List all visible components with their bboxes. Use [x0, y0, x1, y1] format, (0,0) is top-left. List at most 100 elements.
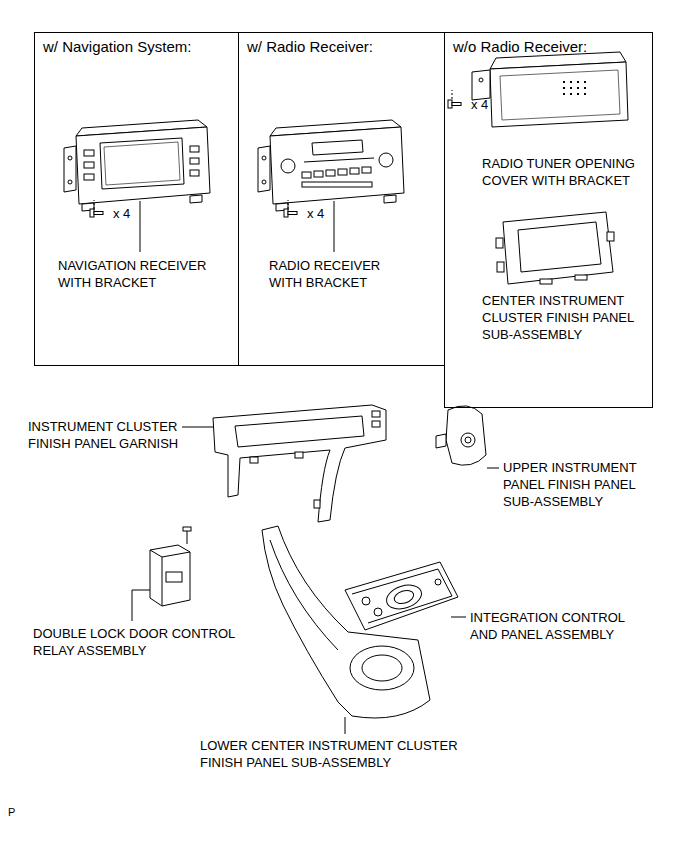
upper-panel-figure: [436, 406, 486, 465]
tuner-cover-figure: [479, 78, 483, 82]
navigation-receiver-figure: [190, 158, 199, 164]
radio-receiver-figure: [350, 168, 359, 174]
variant-box: w/o Radio Receiver: x 4 RADIO TUNER OPENIN…: [444, 32, 653, 408]
page-code: P: [8, 805, 28, 819]
relay-figure: [183, 527, 191, 531]
garnish-figure: [295, 452, 303, 458]
quantity-note: x 4: [307, 206, 347, 223]
lower-panel-figure: [262, 526, 430, 718]
finish-panel-figure: [540, 279, 552, 284]
navigation-receiver-figure: [84, 162, 94, 168]
part-name: INTEGRATION CONTROL AND PANEL ASSEMBLY: [470, 610, 640, 644]
navigation-receiver-figure: [104, 142, 180, 185]
leader-line: [451, 617, 466, 618]
lower-panel-figure: [262, 526, 430, 718]
relay-figure: [150, 527, 191, 606]
finish-panel-figure: [496, 238, 503, 248]
garnish-figure: [314, 500, 320, 508]
garnish-figure: [213, 405, 386, 522]
finish-panel-figure: [496, 212, 614, 284]
relay-figure: [166, 572, 182, 582]
finish-panel-figure: [607, 232, 614, 241]
navigation-receiver-figure: [190, 146, 199, 152]
radio-receiver-figure: [284, 209, 288, 217]
lower-panel-figure: [270, 540, 338, 650]
part-name: RADIO TUNER OPENING COVER WITH BRACKET: [482, 156, 647, 190]
part-name: INSTRUMENT CLUSTER FINISH PANEL GARNISH: [28, 419, 198, 453]
navigation-receiver-figure: [100, 138, 184, 189]
integration-panel-figure: [374, 608, 382, 616]
part-name: LOWER CENTER INSTRUMENT CLUSTER FINISH P…: [200, 738, 480, 772]
navigation-receiver-figure: [68, 180, 72, 184]
quantity-note: x 4: [113, 206, 153, 223]
tuner-cover-figure: [490, 62, 628, 127]
navigation-receiver-figure: [64, 146, 76, 192]
integration-panel-figure: [345, 562, 458, 630]
radio-receiver-figure: [270, 127, 404, 204]
leader-line: [334, 201, 335, 252]
radio-receiver-figure: [262, 156, 266, 160]
relay-figure: [150, 545, 190, 606]
leader-line: [345, 717, 346, 734]
radio-receiver-figure: [304, 158, 374, 162]
integration-panel-figure: [345, 562, 458, 630]
leader-line: [140, 201, 141, 252]
tuner-cover-figure: [563, 82, 586, 94]
radio-receiver-figure: [262, 180, 266, 184]
leader-line: [182, 427, 213, 428]
navigation-receiver-figure: [76, 127, 210, 204]
variant-heading: w/ Navigation System:: [43, 37, 233, 57]
navigation-receiver-figure: [84, 150, 94, 156]
integration-panel-figure: [435, 579, 441, 585]
radio-receiver-figure: [288, 212, 297, 215]
garnish-figure: [213, 405, 386, 522]
relay-figure: [187, 531, 188, 544]
garnish-figure: [372, 411, 380, 417]
upper-panel-figure: [465, 437, 471, 443]
navigation-receiver-figure: [190, 170, 199, 176]
tuner-cover-figure: [452, 90, 453, 99]
radio-receiver-figure: [338, 169, 347, 175]
integration-panel-figure: [362, 597, 370, 605]
integration-panel-figure: [352, 569, 452, 623]
variant-heading: w/o Radio Receiver:: [453, 37, 643, 57]
radio-receiver-figure: [258, 146, 270, 192]
radio-receiver-figure: [302, 172, 311, 178]
integration-panel-figure: [383, 581, 424, 613]
quantity-note: x 4: [471, 97, 511, 114]
navigation-receiver-figure: [94, 212, 103, 215]
leader-line: [487, 468, 499, 469]
navigation-receiver-figure: [64, 120, 210, 217]
radio-receiver-figure: [312, 140, 363, 155]
part-name: UPPER INSTRUMENT PANEL FINISH PANEL SUB-…: [503, 460, 653, 511]
navigation-receiver-figure: [90, 209, 94, 217]
navigation-receiver-figure: [84, 174, 94, 180]
part-name: DOUBLE LOCK DOOR CONTROL RELAY ASSEMBLY: [33, 626, 253, 660]
part-name: NAVIGATION RECEIVER WITH BRACKET: [58, 258, 223, 292]
navigation-receiver-figure: [68, 156, 72, 160]
finish-panel-figure: [503, 212, 613, 284]
tuner-cover-figure: [452, 103, 461, 106]
variant-heading: w/ Radio Receiver:: [247, 37, 437, 57]
tuner-cover-figure: [448, 52, 628, 127]
radio-receiver-figure: [314, 171, 323, 177]
tuner-cover-figure: [500, 70, 620, 120]
radio-receiver-figure: [326, 170, 335, 176]
part-name: CENTER INSTRUMENT CLUSTER FINISH PANEL S…: [482, 293, 647, 344]
lower-panel-figure: [362, 655, 402, 681]
radio-receiver-figure: [302, 182, 372, 187]
integration-panel-figure: [393, 588, 416, 606]
garnish-figure: [372, 421, 380, 427]
finish-panel-figure: [575, 275, 587, 280]
radio-receiver-figure: [379, 153, 393, 167]
finish-panel-figure: [497, 262, 504, 272]
upper-panel-figure: [436, 434, 446, 448]
leader-line: [132, 590, 150, 621]
navigation-receiver-figure: [190, 195, 202, 203]
radio-receiver-figure: [362, 167, 371, 173]
lower-panel-figure: [350, 646, 414, 690]
upper-panel-figure: [446, 406, 486, 465]
variant-box: w/ Radio Receiver:x 4RADIO RECEIVER WITH…: [238, 32, 445, 366]
relay-figure: [162, 557, 163, 606]
